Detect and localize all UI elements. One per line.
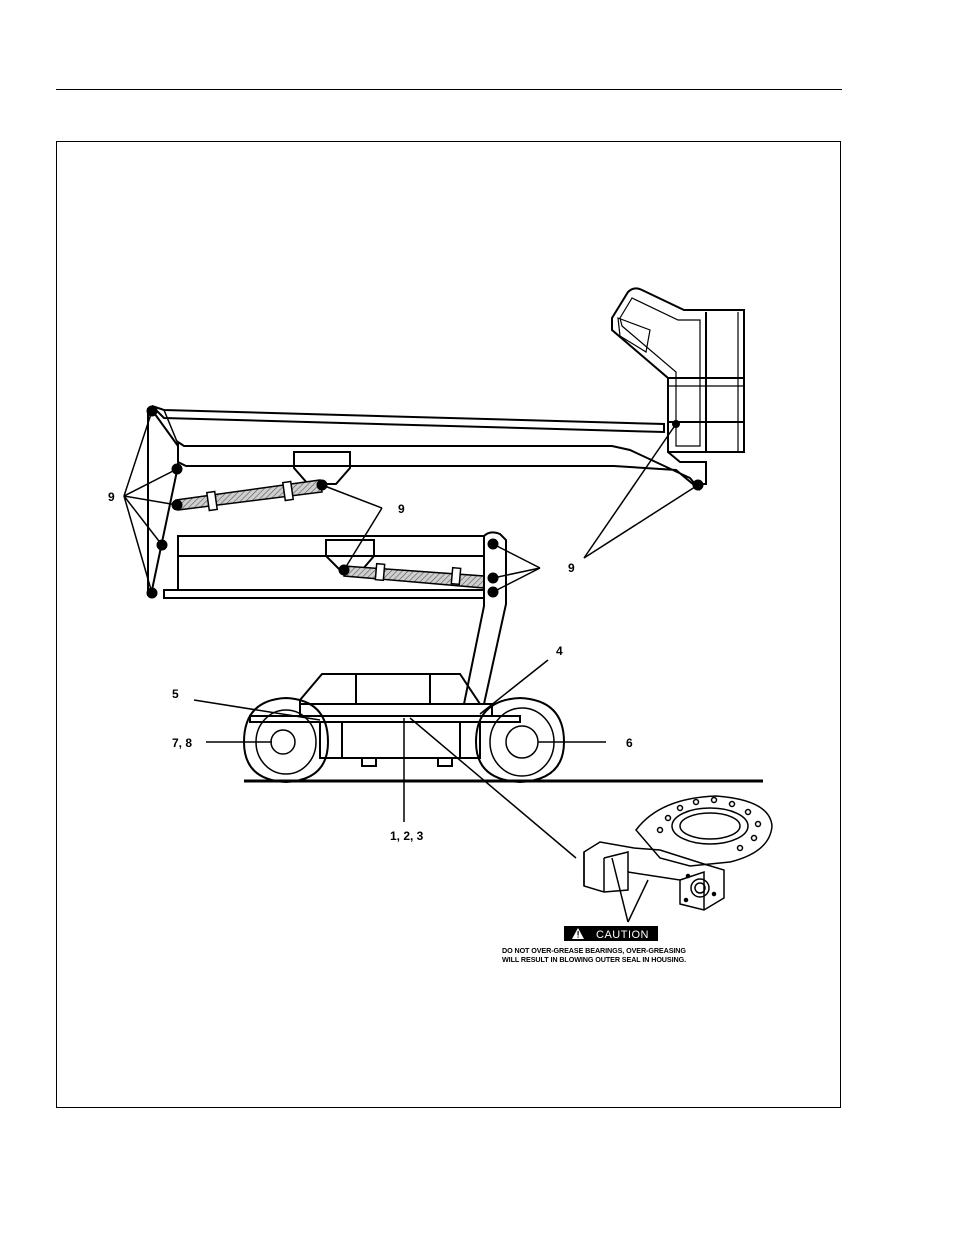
lower-boom	[164, 536, 484, 598]
callout-5: 5	[172, 687, 179, 701]
callout-4: 4	[556, 644, 563, 658]
callout-9-left: 9	[108, 490, 115, 504]
caution-note-line-2: WILL RESULT IN BLOWING OUTER SEAL IN HOU…	[502, 955, 686, 964]
callout-9-right: 9	[568, 561, 575, 575]
callout-9-center: 9	[398, 502, 405, 516]
caution-label-text: CAUTION	[596, 929, 649, 941]
leader-lines	[124, 411, 698, 858]
platform-basket	[612, 288, 744, 484]
caution-note-line-1: DO NOT OVER-GREASE BEARINGS, OVER-GREASI…	[502, 946, 686, 955]
callout-6: 6	[626, 736, 633, 750]
callout-7-8: 7, 8	[172, 736, 192, 750]
tower-riser	[464, 532, 506, 704]
lower-cylinder	[344, 564, 484, 588]
upper-cylinder	[176, 480, 322, 510]
callout-1-2-3: 1, 2, 3	[390, 829, 424, 843]
bearing-inset	[584, 796, 772, 922]
right-wheel	[476, 698, 564, 782]
